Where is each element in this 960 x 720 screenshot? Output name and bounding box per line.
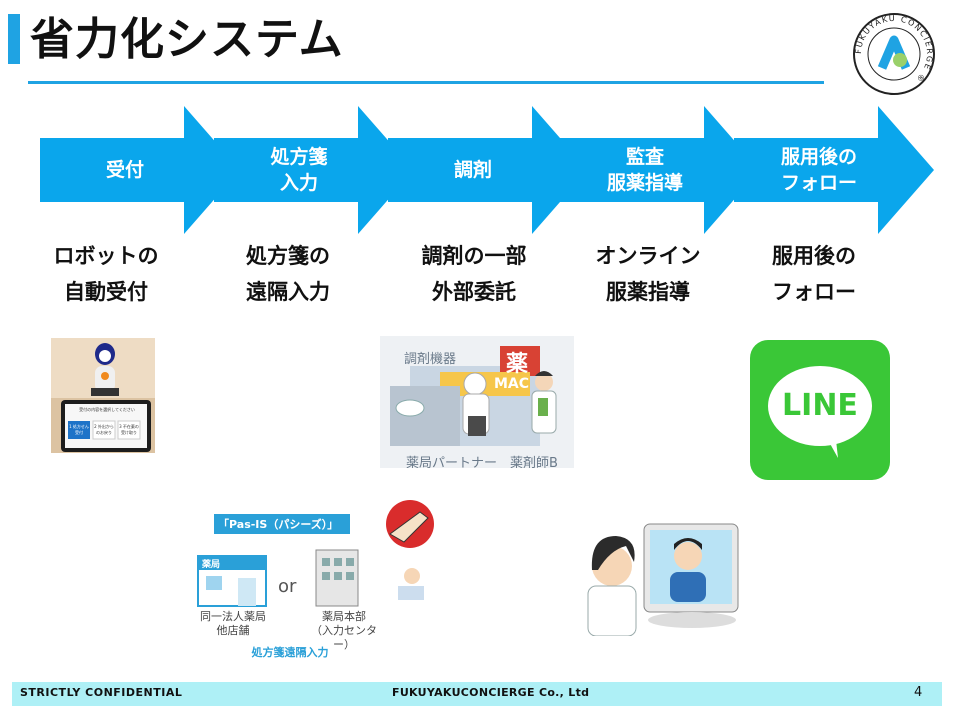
flow-step-dispensing: 調剤 (388, 106, 588, 234)
pharmacy-kanji-sign: 薬 (506, 352, 529, 377)
flow-step-followup: 服用後の フォロー (734, 106, 934, 234)
left-caption: 同一法人薬局 他店舗 (200, 610, 266, 637)
remote-input-illustration: 「Pas-IS（パシーズ）」 薬局 or 同一法人薬局 他店舗 薬局本部 （入力… (188, 500, 448, 660)
footer-bar (12, 682, 942, 706)
footer-company: FUKUYAKUCONCIERGE Co., Ltd (392, 686, 590, 699)
description-robot-reception: ロボットの 自動受付 (53, 244, 159, 304)
robot-reception-photo: 受付の内容を選択してください 1 処方せん受付 2 外出からのお戻り 3 不在薬… (51, 338, 155, 453)
dispensing-outsourcing-illustration: 調剤機器 薬 MAC 薬局パートナー 薬剤師B (380, 336, 574, 468)
or-text: or (278, 576, 297, 597)
pasis-banner: 「Pas-IS（パシーズ）」 (218, 518, 339, 531)
pharmacist-label: 薬剤師B (510, 456, 558, 468)
pharmacy-sign-text: MAC (494, 376, 530, 392)
flow-step-prescription-input: 処方箋 入力 (214, 106, 414, 234)
description-outsourcing: 調剤の一部 外部委託 (421, 244, 527, 304)
title-accent-bar (8, 14, 20, 64)
line-app-icon: LINE (750, 340, 890, 480)
flow-step-label: 服用後の フォロー (780, 146, 857, 194)
description-remote-input: 処方箋の 遠隔入力 (246, 244, 330, 304)
description-online-guidance: オンライン 服薬指導 (595, 244, 701, 304)
flow-step-audit-guidance: 監査 服薬指導 (560, 106, 760, 234)
footer-confidential: STRICTLY CONFIDENTIAL (20, 686, 183, 699)
store-sign: 薬局 (202, 560, 221, 570)
tablet-option: 2 外出からのお戻り (94, 424, 114, 435)
tablet-option: 3 不在薬の受け取り (119, 424, 139, 435)
company-logo: FUKUYAKU CONCIERGE ® (852, 12, 936, 96)
flow-step-label: 監査 服薬指導 (606, 146, 683, 194)
partner-label: 薬局パートナー (406, 456, 498, 468)
flow-step-label: 受付 (105, 159, 144, 181)
page-number: 4 (914, 685, 923, 700)
online-guidance-illustration (582, 520, 742, 636)
page-title: 省力化システム (30, 14, 344, 65)
flow-step-label: 処方箋 入力 (270, 146, 328, 194)
bottom-caption: 処方箋遠隔入力 (251, 646, 329, 659)
flow-step-reception: 受付 (40, 106, 240, 234)
tablet-prompt: 受付の内容を選択してください (79, 407, 135, 412)
line-logo-text: LINE (782, 388, 858, 423)
tablet-option: 1 処方せん受付 (69, 424, 89, 435)
right-caption: 薬局本部 （入力センター） (311, 610, 377, 651)
title-underline (28, 81, 824, 84)
description-followup: 服用後の フォロー (772, 244, 856, 304)
flow-step-label: 調剤 (453, 159, 492, 181)
machine-label: 調剤機器 (404, 352, 457, 367)
